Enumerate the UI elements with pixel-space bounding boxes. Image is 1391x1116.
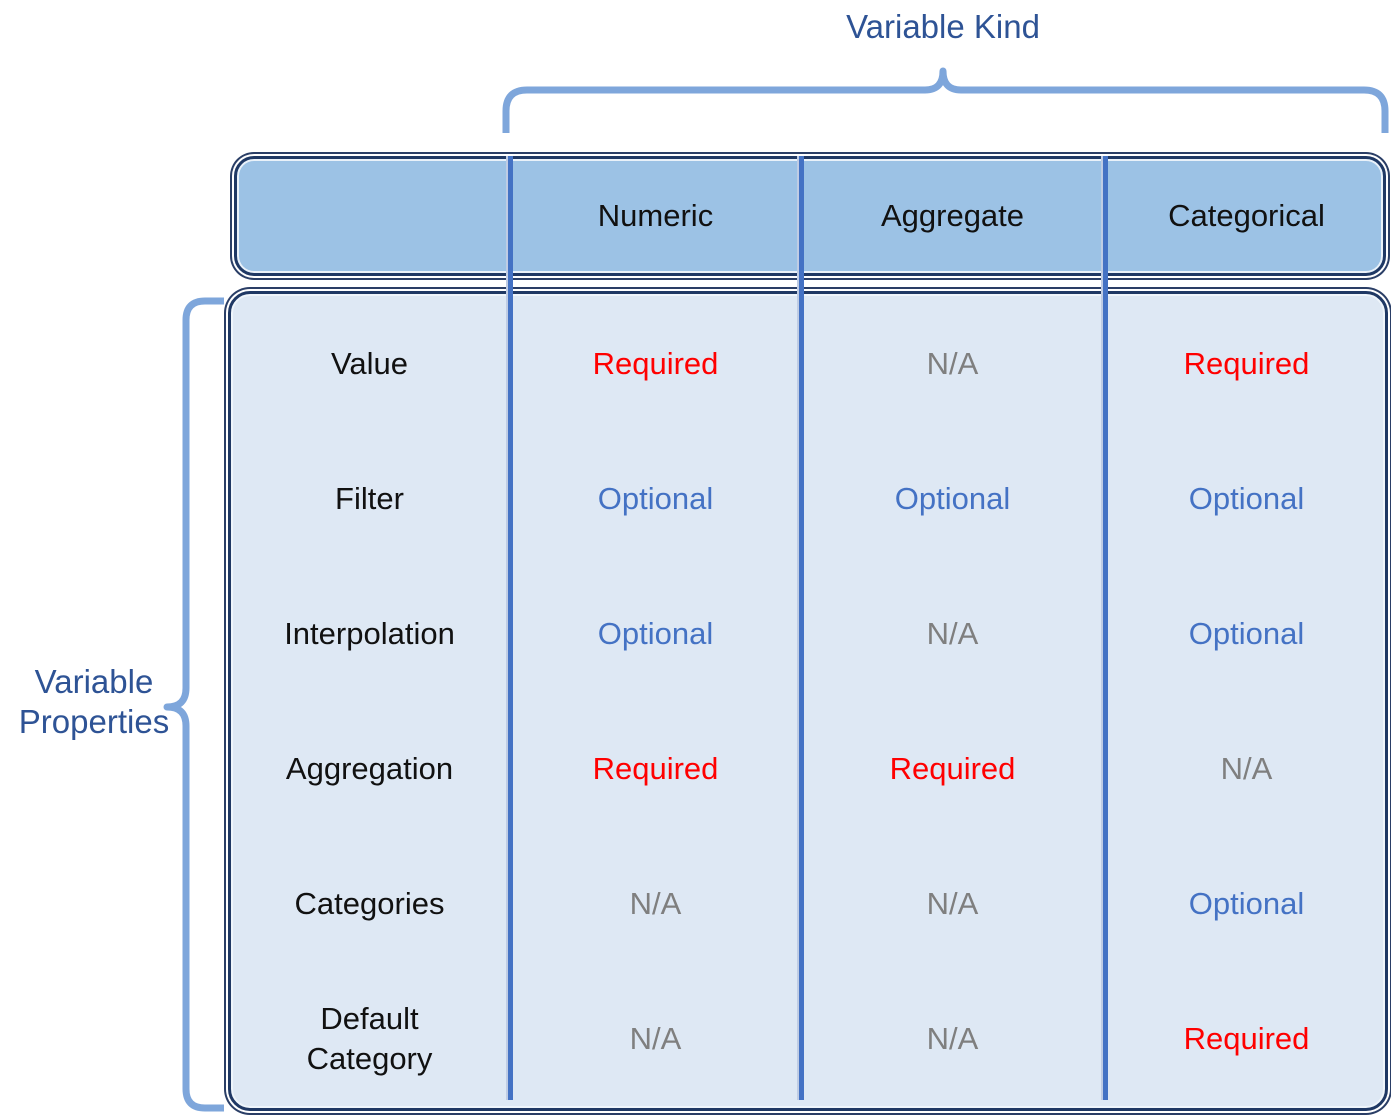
matrix-cell: N/A — [629, 885, 682, 921]
matrix-cell: N/A — [629, 1020, 682, 1056]
row-label: Categories — [294, 885, 445, 921]
row-label: Interpolation — [284, 615, 455, 651]
top-brace — [502, 67, 1389, 133]
table-body-panel — [228, 291, 1388, 1111]
property-matrix: Value Required N/A Required Filter Optio… — [228, 296, 1388, 1106]
matrix-cell: N/A — [926, 885, 979, 921]
row-label: Filter — [335, 480, 404, 516]
left-brace — [163, 297, 224, 1112]
matrix-cell: N/A — [926, 345, 979, 381]
column-divider — [1101, 156, 1108, 1100]
matrix-cell: Optional — [1188, 615, 1305, 651]
matrix-cell: Required — [592, 750, 719, 786]
matrix-cell: Optional — [1188, 480, 1305, 516]
row-label: Value — [331, 345, 408, 381]
matrix-cell: Required — [889, 750, 1016, 786]
matrix-cell: N/A — [926, 1020, 979, 1056]
column-header-aggregate: Aggregate — [880, 198, 1025, 233]
variable-kind-title: Variable Kind — [846, 8, 1040, 45]
row-label: Default Category — [306, 1000, 433, 1076]
column-header-numeric: Numeric — [597, 198, 714, 233]
matrix-cell: Optional — [597, 480, 714, 516]
column-header-bar — [234, 156, 1386, 276]
matrix-cell: Optional — [1188, 885, 1305, 921]
column-divider — [797, 156, 804, 1100]
column-divider — [506, 156, 513, 1100]
column-header-categorical: Categorical — [1168, 198, 1325, 233]
matrix-cell: Required — [592, 345, 719, 381]
variable-properties-title: Variable Properties — [18, 663, 170, 740]
column-header-row: Numeric Aggregate Categorical — [228, 156, 1388, 276]
matrix-cell: N/A — [926, 615, 979, 651]
matrix-cell: Required — [1183, 1020, 1310, 1056]
row-label: Aggregation — [285, 750, 454, 786]
matrix-cell: N/A — [1220, 750, 1273, 786]
matrix-cell: Optional — [597, 615, 714, 651]
matrix-cell: Required — [1183, 345, 1310, 381]
matrix-cell: Optional — [894, 480, 1011, 516]
